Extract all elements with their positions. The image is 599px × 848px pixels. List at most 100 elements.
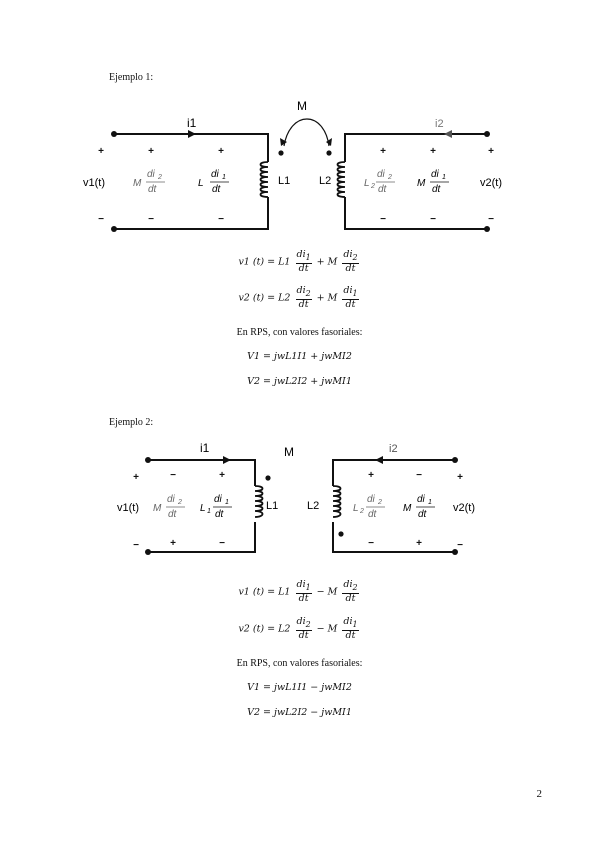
svg-text:−: − — [457, 540, 463, 551]
svg-text:+: + — [218, 146, 224, 157]
svg-text:−: − — [148, 214, 154, 225]
svg-text:+: + — [148, 146, 154, 157]
v2-label: v2(t) — [480, 177, 502, 189]
polarity-dot-icon — [265, 475, 271, 481]
page-number: 2 — [536, 788, 543, 800]
rps-caption-2: En RPS, con valores fasoriales: — [236, 658, 363, 669]
v2-label: v2(t) — [453, 502, 475, 514]
svg-text:+: + — [488, 146, 494, 157]
svg-text:L: L — [364, 178, 370, 189]
svg-text:1: 1 — [225, 499, 229, 506]
arrow-left-icon — [444, 130, 452, 138]
svg-text:2: 2 — [177, 499, 182, 506]
v1-label: v1(t) — [117, 502, 139, 514]
svg-text:dt: dt — [378, 184, 388, 195]
svg-text:−: − — [98, 214, 104, 225]
v1-label: v1(t) — [83, 177, 105, 189]
polarity-dot-icon — [338, 531, 344, 537]
svg-text:di: di — [377, 169, 386, 180]
current-2-label: i2 — [435, 118, 444, 130]
mutual-label: M — [297, 99, 307, 113]
example2-title: Ejemplo 2: — [109, 417, 154, 428]
svg-text:di: di — [367, 494, 376, 505]
svg-text:L: L — [200, 503, 206, 514]
phasor-eq-2: V2 = jwL2I2 + jwMI1 — [247, 376, 352, 387]
svg-text:L: L — [198, 178, 204, 189]
svg-text:−: − — [416, 470, 422, 481]
svg-text:di: di — [214, 494, 223, 505]
inductor-L1-icon — [259, 161, 269, 198]
svg-text:−: − — [170, 470, 176, 481]
L2-label: L2 — [319, 175, 331, 187]
svg-text:+: + — [133, 472, 139, 483]
inductor-L1-icon — [254, 485, 264, 518]
svg-text:−: − — [488, 214, 494, 225]
inductor-L2-icon — [336, 161, 346, 198]
svg-text:dt: dt — [432, 184, 442, 195]
mutual-label: M — [284, 445, 294, 459]
svg-text:+: + — [368, 470, 374, 481]
svg-text:di: di — [147, 169, 156, 180]
svg-text:−: − — [368, 538, 374, 549]
svg-text:+: + — [219, 470, 225, 481]
svg-text:+: + — [380, 146, 386, 157]
svg-text:−: − — [219, 538, 225, 549]
svg-text:+: + — [416, 538, 422, 549]
svg-text:M: M — [417, 178, 426, 189]
svg-text:dt: dt — [215, 509, 225, 520]
svg-text:+: + — [170, 538, 176, 549]
svg-text:+: + — [430, 146, 436, 157]
svg-text:1: 1 — [222, 174, 226, 181]
svg-text:2: 2 — [387, 174, 392, 181]
L1-label: L1 — [266, 500, 278, 512]
svg-text:−: − — [133, 540, 139, 551]
polarity-dot-icon — [278, 150, 284, 156]
svg-text:1: 1 — [207, 508, 211, 515]
svg-text:dt: dt — [168, 509, 178, 520]
svg-text:2: 2 — [377, 499, 382, 506]
svg-text:+: + — [457, 472, 463, 483]
arrow-left-icon — [375, 456, 383, 464]
phasor-eq-4: V2 = jwL2I2 − jwMI1 — [247, 707, 352, 718]
svg-text:2: 2 — [157, 174, 162, 181]
current-1-label: i1 — [187, 116, 197, 130]
svg-text:−: − — [430, 214, 436, 225]
inductor-L2-icon — [332, 485, 342, 518]
svg-text:di: di — [167, 494, 176, 505]
current-2-label: i2 — [389, 443, 398, 455]
svg-text:+: + — [98, 146, 104, 157]
arrow-right-icon — [188, 130, 196, 138]
current-1-label: i1 — [200, 441, 210, 455]
rps-caption-1: En RPS, con valores fasoriales: — [236, 327, 363, 338]
svg-text:2: 2 — [359, 508, 364, 515]
polarity-dot-icon — [326, 150, 332, 156]
svg-text:dt: dt — [368, 509, 378, 520]
svg-text:M: M — [403, 503, 412, 514]
svg-text:di: di — [211, 169, 220, 180]
svg-text:1: 1 — [442, 174, 446, 181]
svg-text:dt: dt — [148, 184, 158, 195]
svg-text:2: 2 — [370, 183, 375, 190]
svg-text:dt: dt — [418, 509, 428, 520]
svg-text:−: − — [380, 214, 386, 225]
L2-label: L2 — [307, 500, 319, 512]
svg-text:M: M — [153, 503, 162, 514]
svg-text:L: L — [353, 503, 359, 514]
arrow-right-icon — [223, 456, 231, 464]
svg-text:di: di — [417, 494, 426, 505]
example1-title: Ejemplo 1: — [109, 72, 154, 83]
svg-text:M: M — [133, 178, 142, 189]
svg-text:dt: dt — [212, 184, 222, 195]
svg-text:−: − — [218, 214, 224, 225]
L1-label: L1 — [278, 175, 290, 187]
phasor-eq-1: V1 = jwL1I1 + jwMI2 — [247, 351, 352, 362]
svg-text:1: 1 — [428, 499, 432, 506]
phasor-eq-3: V1 = jwL1I1 − jwMI2 — [247, 682, 352, 693]
svg-text:di: di — [431, 169, 440, 180]
